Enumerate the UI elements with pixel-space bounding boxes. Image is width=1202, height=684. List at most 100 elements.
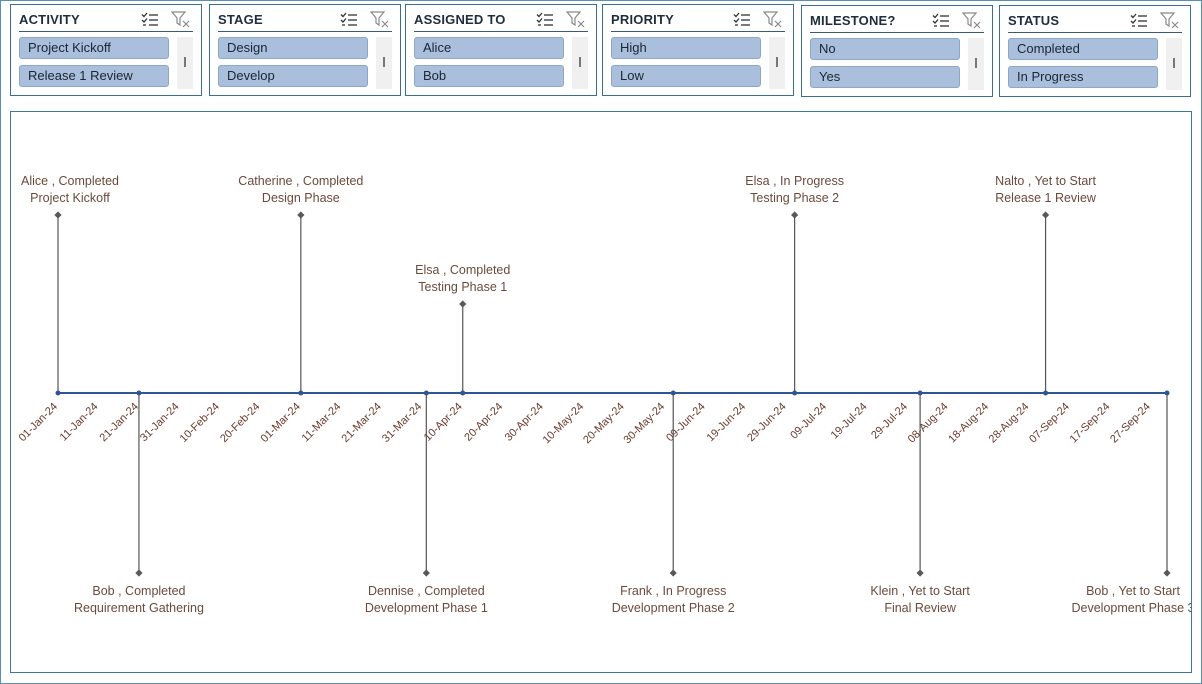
slicer-item[interactable]: Develop	[218, 65, 368, 87]
event-label: Nalto , Yet to Start	[995, 174, 1096, 188]
timeline-svg: 01-Jan-2411-Jan-2421-Jan-2431-Jan-2410-F…	[17, 174, 1191, 615]
slicer-item[interactable]: Low	[611, 65, 761, 87]
slicer-scrollbar[interactable]	[1166, 38, 1182, 90]
event-label: Klein , Yet to Start	[870, 584, 970, 598]
multi-select-icon[interactable]	[1130, 13, 1148, 28]
event-assignee: Frank	[620, 584, 653, 598]
x-tick-label: 30-Apr-24	[503, 401, 546, 444]
event-separator: ,	[115, 584, 125, 598]
event-axis-point	[1164, 390, 1170, 396]
event-marker	[669, 569, 677, 577]
event-activity: Project Kickoff	[30, 191, 110, 205]
slicer-item[interactable]: Release 1 Review	[19, 65, 169, 87]
slicer-scrollbar[interactable]	[968, 38, 984, 90]
slicer-header: ASSIGNED TO	[414, 9, 588, 32]
x-tick-label: 07-Sep-24	[1027, 401, 1072, 446]
clear-filter-icon[interactable]	[565, 11, 586, 28]
slicer-scrollbar[interactable]	[376, 37, 392, 89]
slicer-item[interactable]: Alice	[414, 37, 564, 59]
x-tick-label: 21-Jan-24	[98, 401, 142, 445]
event-axis-point	[1043, 390, 1049, 396]
slicer-item[interactable]: Design	[218, 37, 368, 59]
event-label: Dennise , Completed	[368, 584, 485, 598]
event-activity: Development Phase 1	[365, 601, 488, 615]
event-label: Bob , Completed	[92, 584, 185, 598]
event-axis-point	[55, 390, 61, 396]
event-activity: Final Review	[884, 601, 957, 615]
x-tick-label: 30-May-24	[622, 401, 668, 447]
slicer-title: PRIORITY	[611, 12, 674, 27]
scrollbar-thumb[interactable]	[579, 57, 581, 67]
scrollbar-thumb[interactable]	[383, 57, 385, 67]
clear-filter-icon[interactable]	[961, 12, 982, 29]
x-tick-label: 27-Sep-24	[1108, 401, 1153, 446]
x-tick-label: 31-Mar-24	[380, 401, 424, 445]
event-marker	[459, 300, 467, 308]
x-tick-label: 01-Mar-24	[259, 401, 303, 445]
event-marker	[791, 211, 799, 219]
slicer-item[interactable]: Completed	[1008, 38, 1158, 60]
multi-select-icon[interactable]	[733, 12, 751, 27]
event-axis-point	[460, 390, 466, 396]
slicer-item[interactable]: Yes	[810, 66, 960, 88]
clear-filter-icon[interactable]	[1159, 12, 1180, 29]
event-assignee: Alice	[21, 174, 48, 188]
event-label: Alice , Completed	[21, 174, 119, 188]
scrollbar-thumb[interactable]	[1173, 58, 1175, 68]
event-separator: ,	[1024, 174, 1034, 188]
clear-filter-icon[interactable]	[369, 11, 390, 28]
clear-filter-icon[interactable]	[170, 11, 191, 28]
event-status: Completed	[59, 174, 119, 188]
slicer-title: MILESTONE?	[810, 13, 896, 28]
event-status: Yet to Start	[1119, 584, 1181, 598]
x-tick-label: 01-Jan-24	[17, 401, 61, 445]
slicer-header: MILESTONE?	[810, 10, 984, 33]
event-marker	[135, 569, 143, 577]
x-tick-label: 29-Jul-24	[869, 401, 910, 442]
scrollbar-thumb[interactable]	[975, 58, 977, 68]
event-separator: ,	[414, 584, 424, 598]
x-tick-label: 09-Jul-24	[788, 401, 829, 442]
x-tick-label: 11-Mar-24	[300, 401, 344, 445]
event-assignee: Bob	[92, 584, 114, 598]
slicer-scrollbar[interactable]	[572, 37, 588, 89]
event-marker	[422, 569, 430, 577]
slicer-item[interactable]: In Progress	[1008, 66, 1158, 88]
event-axis-point	[136, 390, 142, 396]
scrollbar-thumb[interactable]	[184, 57, 186, 67]
event-status: Yet to Start	[908, 584, 970, 598]
slicer-header: PRIORITY	[611, 9, 785, 32]
event-separator: ,	[898, 584, 908, 598]
multi-select-icon[interactable]	[340, 12, 358, 27]
slicer-item[interactable]: Project Kickoff	[19, 37, 169, 59]
slicer-scrollbar[interactable]	[769, 37, 785, 89]
event-assignee: Bob	[1086, 584, 1108, 598]
x-tick-label: 31-Jan-24	[138, 401, 182, 445]
event-label: Bob , Yet to Start	[1086, 584, 1180, 598]
slicer-item[interactable]: No	[810, 38, 960, 60]
clear-filter-icon[interactable]	[762, 11, 783, 28]
event-status: In Progress	[780, 174, 844, 188]
event-separator: ,	[48, 174, 58, 188]
scrollbar-thumb[interactable]	[776, 57, 778, 67]
event-axis-point	[792, 390, 798, 396]
slicer-scrollbar[interactable]	[177, 37, 193, 89]
x-tick-label: 19-Jun-24	[705, 401, 749, 445]
event-assignee: Nalto	[995, 174, 1024, 188]
multi-select-icon[interactable]	[141, 12, 159, 27]
slicer-header: STATUS	[1008, 10, 1182, 33]
event-marker	[297, 211, 305, 219]
slicer-item[interactable]: Bob	[414, 65, 564, 87]
slicer-item[interactable]: High	[611, 37, 761, 59]
multi-select-icon[interactable]	[932, 13, 950, 28]
multi-select-icon[interactable]	[536, 12, 554, 27]
event-separator: ,	[439, 263, 449, 277]
event-assignee: Elsa	[415, 263, 439, 277]
slicer-header: ACTIVITY	[19, 9, 193, 32]
event-axis-point	[423, 390, 429, 396]
